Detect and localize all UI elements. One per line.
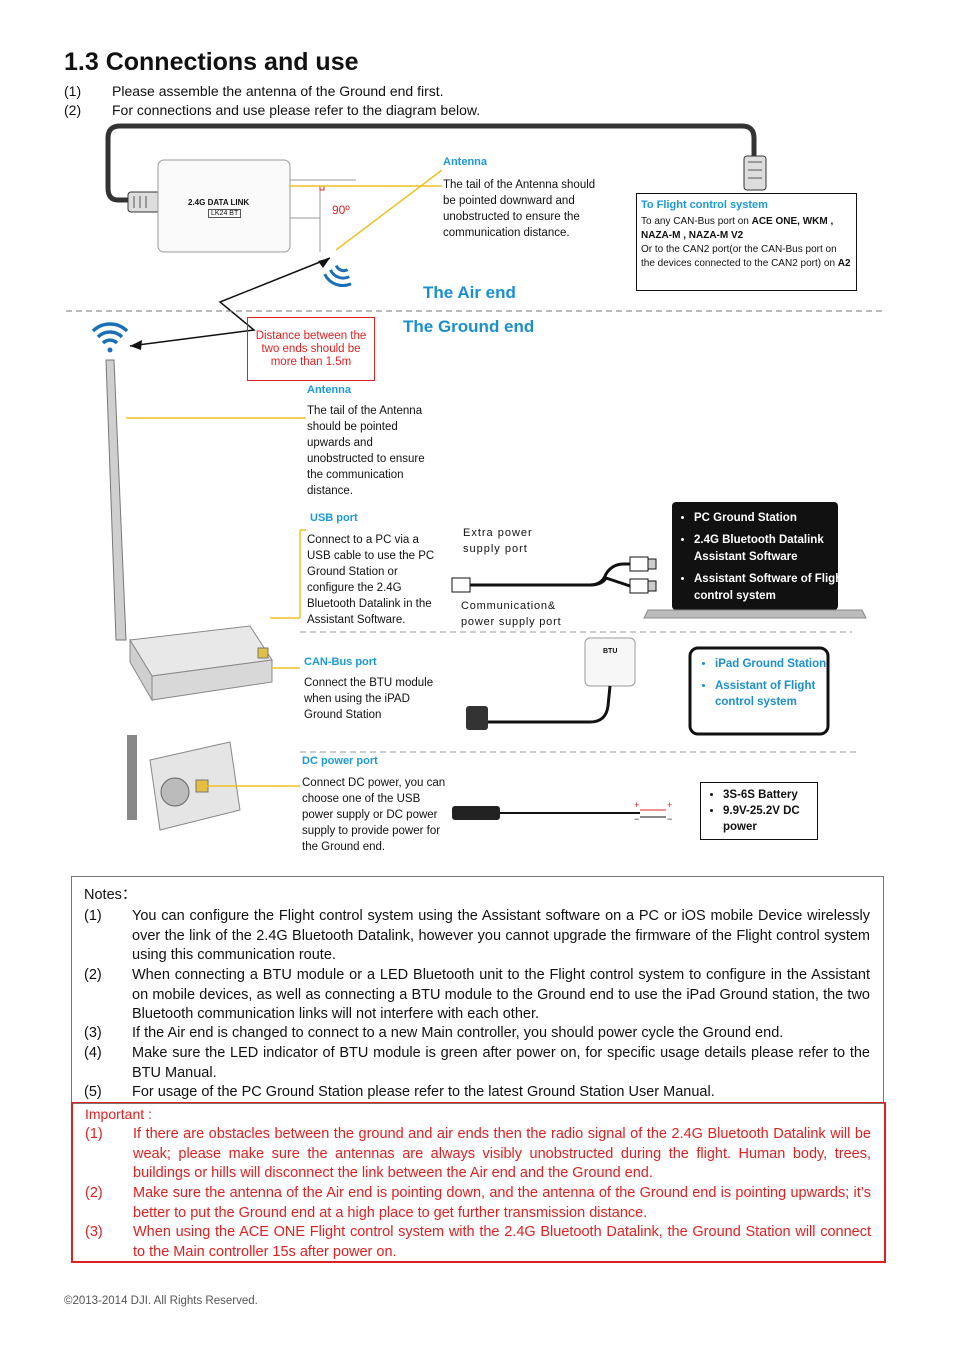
wifi-icon	[323, 264, 352, 287]
ground-antenna-heading: Antenna	[307, 384, 351, 396]
note-item: (1) You can configure the Flight control …	[84, 907, 870, 966]
important-text: Make sure the antenna of the Air end is …	[133, 1185, 871, 1221]
list-item: 2.4G Bluetooth Datalink Assistant Softwa…	[694, 532, 854, 566]
important-heading: Important :	[85, 1106, 152, 1122]
air-device-model: LK24 BT	[208, 209, 242, 218]
wifi-icon	[91, 322, 129, 353]
distance-text: Distance between the two ends should be …	[255, 329, 367, 368]
ground-end-label: The Ground end	[403, 317, 535, 336]
fc-heading: To Flight control system	[641, 199, 768, 211]
important-item: (2) Make sure the antenna of the Air end …	[85, 1184, 871, 1223]
dc-plug	[452, 806, 500, 820]
usb-plug	[629, 578, 649, 594]
distance-note: Distance between the two ends should be …	[247, 317, 375, 381]
note-text: Make sure the LED indicator of BTU modul…	[132, 1045, 870, 1081]
note-item: (3) If the Air end is changed to connect …	[84, 1024, 870, 1044]
ground-datalink-device	[129, 625, 273, 702]
btu-cable	[478, 685, 612, 724]
btu-module	[584, 637, 636, 687]
intro-num: (2)	[64, 102, 82, 118]
air-device-label: 2.4G DATA LINK	[188, 198, 250, 207]
can-text: Connect the BTU module when using the iP…	[304, 677, 434, 721]
connection-diagram: + − + −	[66, 123, 882, 831]
usb-plug	[451, 577, 471, 593]
cable-connector-left	[127, 191, 161, 213]
note-num: (5)	[84, 1084, 102, 1100]
note-text: If the Air end is changed to connect to …	[132, 1025, 784, 1041]
list-item: Assistant of Flight control system	[715, 678, 839, 710]
list-item: iPad Ground Station	[715, 656, 839, 672]
angle-label: 90º	[332, 203, 350, 217]
pc-software-list: PC Ground Station 2.4G Bluetooth Datalin…	[678, 510, 854, 605]
svg-text:+: +	[667, 800, 672, 810]
intro-text: For connections and use please refer to …	[112, 102, 481, 118]
important-text: If there are obstacles between the groun…	[133, 1126, 871, 1181]
ipad-software-list: iPad Ground Station Assistant of Flight …	[699, 656, 839, 710]
ipad-icon	[688, 646, 830, 736]
note-item: (4) Make sure the LED indicator of BTU mo…	[84, 1044, 870, 1083]
air-cable	[105, 123, 757, 203]
ground-antenna-text: The tail of the Antenna should be pointe…	[307, 405, 425, 497]
note-num: (3)	[84, 1025, 102, 1041]
air-end-label: The Air end	[423, 283, 516, 302]
important-item: (1) If there are obstacles between the gr…	[85, 1125, 871, 1184]
laptop-icon	[643, 502, 867, 619]
note-item: (5) For usage of the PC Ground Station pl…	[84, 1083, 870, 1103]
fc-line2: NAZA-M , NAZA-M V2	[641, 230, 744, 241]
note-num: (1)	[84, 908, 102, 924]
fc-line3-bold: A2	[837, 258, 851, 269]
note-num: (4)	[84, 1045, 102, 1061]
ground-antenna	[105, 359, 127, 641]
list-item: Assistant Software of Flight control sys…	[694, 571, 854, 605]
important-panel: Important : (1) If there are obstacles be…	[71, 1102, 886, 1263]
fc-line1: To any CAN-Bus port on	[641, 216, 752, 227]
copyright-footer: ©2013-2014 DJI. All Rights Reserved.	[64, 1295, 258, 1307]
list-item: 3S-6S Battery	[723, 787, 831, 803]
note-text: When connecting a BTU module or a LED Bl…	[132, 967, 870, 1022]
usb-y-cable	[470, 562, 631, 588]
important-text: When using the ACE ONE Flight control sy…	[133, 1224, 871, 1260]
can-heading: CAN-Bus port	[304, 656, 377, 668]
extra-power-label: Extra power supply port	[463, 527, 533, 555]
usb-heading: USB port	[310, 512, 358, 524]
comm-power-label: Communication& power supply port	[461, 600, 562, 628]
note-text: For usage of the PC Ground Station pleas…	[132, 1084, 715, 1100]
air-antenna-heading: Antenna	[443, 156, 487, 168]
intro-num: (1)	[64, 83, 82, 99]
usb-plug	[629, 556, 649, 572]
notes-heading: Notes：	[84, 887, 137, 903]
air-antenna-text: The tail of the Antenna should be pointe…	[443, 179, 596, 239]
btu-label: BTU	[603, 648, 618, 655]
battery-list: 3S-6S Battery 9.9V-25.2V DC power	[707, 787, 831, 835]
note-num: (2)	[84, 967, 102, 983]
fc-line3: Or to the CAN2 port(or the CAN-Bus port …	[641, 244, 838, 269]
dc-text: Connect DC power, you can choose one of …	[302, 777, 446, 853]
cable-connector-right	[743, 155, 767, 191]
ground-device-closeup	[127, 735, 241, 831]
list-item: PC Ground Station	[694, 510, 854, 527]
can-connector	[466, 706, 488, 730]
wireless-link-line	[129, 257, 331, 347]
note-item: (2) When connecting a BTU module or a LED…	[84, 966, 870, 1025]
intro-text: Please assemble the antenna of the Groun…	[112, 83, 444, 99]
important-item: (3) When using the ACE ONE Flight control…	[85, 1223, 871, 1262]
usb-text: Connect to a PC via a USB cable to use t…	[307, 534, 435, 626]
svg-text:+: +	[634, 800, 639, 810]
notes-panel: Notes： (1) You can configure the Flight c…	[71, 876, 884, 1104]
list-item: 9.9V-25.2V DC power	[723, 803, 831, 835]
air-datalink-device	[157, 159, 291, 253]
fc-line1-bold: ACE ONE, WKM ,	[751, 216, 834, 227]
important-num: (1)	[85, 1126, 103, 1142]
svg-text:−: −	[634, 814, 639, 824]
note-text: You can configure the Flight control sys…	[132, 908, 870, 963]
dc-heading: DC power port	[302, 755, 378, 767]
svg-text:−: −	[667, 814, 672, 824]
important-num: (3)	[85, 1224, 103, 1240]
important-num: (2)	[85, 1185, 103, 1201]
battery-box: 3S-6S Battery 9.9V-25.2V DC power	[700, 782, 818, 840]
flight-control-box: To Flight control system To any CAN-Bus …	[636, 193, 857, 291]
page-title: 1.3 Connections and use	[64, 48, 359, 76]
